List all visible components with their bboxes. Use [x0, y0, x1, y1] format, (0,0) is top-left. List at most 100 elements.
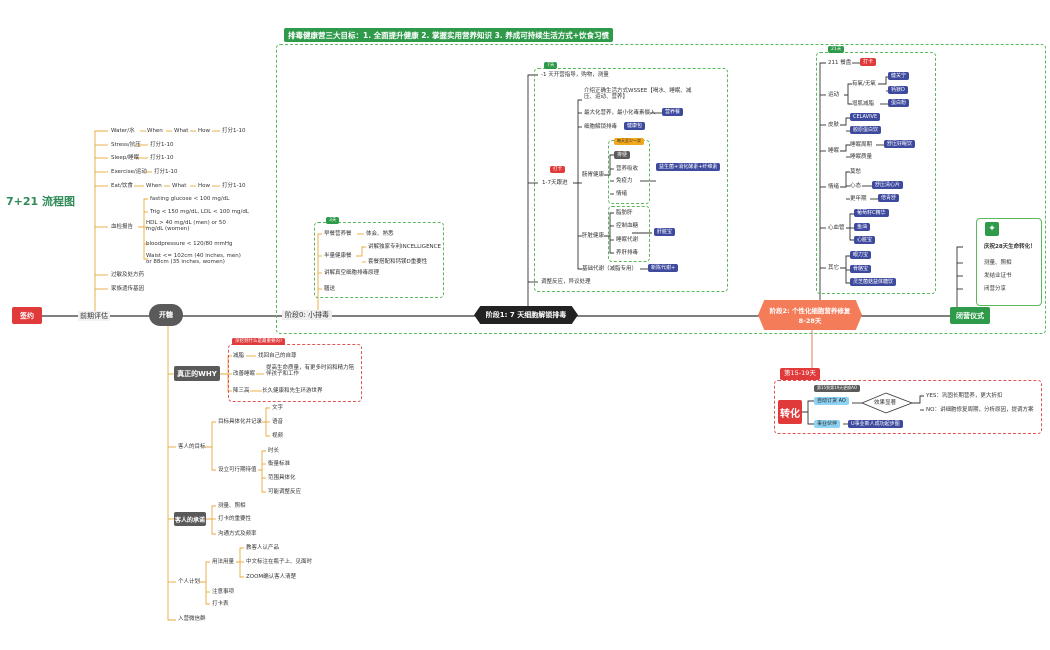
stage1-frame: [534, 68, 728, 292]
close-node[interactable]: 闭营仪式: [950, 307, 990, 324]
blood-trig: Trig < 150 mg/dL, LDL < 100 mg/dL: [150, 209, 249, 215]
stage1-liver-glucose: 控制血糖: [616, 223, 639, 229]
pre-eat-score: 打分1-10: [222, 183, 246, 189]
stage1-follow-up: 1-7天跟进: [542, 180, 568, 186]
stage1-gut-mood: 情绪: [616, 191, 628, 197]
close-frame: [976, 218, 1042, 306]
stage2-sleep: 睡眠: [828, 148, 840, 154]
stage2-bone-tag: 骨骼宝: [850, 265, 872, 273]
plan-node: 个人计划: [178, 579, 201, 585]
stage0-badge: 3天: [326, 217, 340, 225]
stage2-aerobic: 有氧/无氧: [852, 81, 876, 87]
stage2-grape-tag: 葡萄籽C精华: [854, 209, 889, 217]
stage1-gut-stool: 排便: [614, 151, 631, 159]
why-fat-detail: 找回自己的自尊: [258, 353, 297, 359]
convert-note: 第15到第19天更换AO: [814, 385, 860, 392]
stage2-sleep-quality: 睡眠质量: [850, 154, 873, 160]
promise-node[interactable]: 客人的承诺: [174, 512, 206, 526]
goals-node: 客人的目标: [178, 444, 206, 450]
convert-days-badge: 第15-19天: [780, 368, 820, 380]
convert-partner: 事业伙伴: [814, 420, 841, 428]
convert-no: NO：讲细胞修复周期，分析原因，提调方案: [926, 407, 1034, 413]
promise-measure: 测量、照相: [218, 503, 246, 509]
goals-measure: 衡量标准: [268, 461, 291, 467]
stage2-other: 其它: [828, 265, 840, 271]
why-note: 深挖到什么是最重要的?: [232, 338, 286, 346]
stage1-liver-detox: 养肝排毒: [616, 250, 639, 256]
stage0-breakfast-note: 体会、熟悉: [366, 231, 394, 237]
plan-usage: 用法用量: [212, 559, 235, 565]
stage1-gut-immune: 免疫力: [616, 178, 633, 184]
stage2-muscle: 增肌减脂: [852, 101, 875, 107]
why-sleep-detail: 提高生命质量，有更多时间和精力陪伴孩子和工作: [266, 365, 355, 378]
stage2-mood-menopause: 更年期: [850, 196, 867, 202]
stage2-mood-tag: 舒压清心片: [872, 181, 904, 189]
pre-eat-when: When: [146, 183, 162, 189]
open-node[interactable]: 开糖: [149, 304, 183, 326]
why-node[interactable]: 真正的WHY: [174, 366, 220, 381]
pre-gene: 家族遗传基因: [111, 286, 145, 292]
sign-node[interactable]: 签约: [12, 307, 42, 324]
stage1-metabolism-tag: 新陈代谢+: [648, 264, 679, 272]
stage2-calcium-tag: 钙镁D: [888, 86, 908, 94]
pre-eat-what: What: [172, 183, 187, 189]
stage2-heart-tag: 心脏宝: [854, 236, 876, 244]
stage2-ganoderma-tag: 灵芝菌菇益体糖饮: [850, 278, 897, 286]
stage2-meal: 211 餐盘: [828, 60, 852, 66]
stage2-sleep-cycle: 睡眠周期: [850, 142, 873, 148]
stage1-gut-tip: 每天至少一次: [614, 138, 644, 145]
stage0-patent: 讲解独家专利INCELLIGENCE: [368, 244, 441, 250]
stage1-gut-absorb: 营养吸收: [616, 166, 639, 172]
why-three-highs-detail: 长久健康和先生环游世界: [262, 388, 323, 394]
blood-pressure: bloodpressure < 120/80 mmHg: [146, 241, 233, 247]
convert-yes: YES：巩固长期营养，更大折扣: [926, 393, 1003, 399]
pre-water: Water/水: [111, 128, 135, 134]
convert-auto-order: 自动订货 AO: [814, 397, 849, 405]
stage2-mood-mindset: 心态: [850, 183, 862, 189]
pre-water-score: 打分1-10: [222, 128, 246, 134]
stage2-mood-worry: 莫愁: [850, 169, 862, 175]
stage1-gut: 肠胃健康: [582, 172, 605, 178]
stage2-joint-tag: 健关宁: [888, 72, 910, 80]
plan-usage-products: 教客人认产品: [246, 545, 280, 551]
convert-node[interactable]: 转化: [778, 400, 802, 424]
stage2-menopause-tag: 倍青舒: [878, 194, 900, 202]
stage2-heart: 心血管: [828, 225, 845, 231]
stage1-liver-sleep: 睡眠代谢: [616, 237, 639, 243]
stage1-cell-detox: 细胞解锁排毒: [584, 124, 618, 130]
blood-glucose: fasting glucose < 100 mg/dL: [150, 196, 230, 202]
plan-wechat-group: 入营微信群: [178, 616, 206, 622]
pre-assessment-node[interactable]: 前期评估: [78, 311, 110, 322]
stage1-liver-tag: 肝脏宝: [654, 228, 676, 236]
goals-banner: 排毒健康营三大目标：1. 全面提升健康 2. 掌握实用营养知识 3. 养成可持续…: [284, 28, 614, 42]
stage2-sleep-tag: 舒压好眠饮: [884, 140, 916, 148]
goals-adjust: 可能调整反应: [268, 489, 302, 495]
pre-exercise-score: 打分1-10: [154, 169, 178, 175]
stage1-nutrition-tag: 营养餐: [662, 108, 684, 116]
pre-exercise: Exercise/运动: [111, 169, 147, 175]
stage2-node[interactable]: 阶段2: 个性化细胞营养修复 8-28天: [758, 300, 862, 330]
party-icon: ✦: [985, 222, 999, 236]
stage2-celavive-tag: CELAVIVE: [850, 113, 881, 121]
why-three-highs: 降三高: [233, 388, 250, 394]
stage2-days: 8-28天: [798, 317, 822, 325]
why-sleep: 改善睡眠: [233, 371, 256, 377]
promise-checkin: 打卡的重要性: [218, 516, 252, 522]
stage1-label: 阶段1: 7 天细胞解锁排毒: [485, 311, 567, 319]
stage1-liver-frame: [608, 206, 650, 262]
stage0-node[interactable]: 阶段0: 小排毒: [282, 310, 333, 321]
stage0-calcium: 套餐搭配和钙镁D重要性: [368, 259, 428, 265]
stage1-liver-fat: 脂肪肝: [616, 210, 633, 216]
goals-voice: 语音: [272, 419, 284, 425]
goals-scope: 范围具体化: [268, 475, 296, 481]
stage1-opening: -1 天开营指导，购物，测量: [541, 72, 609, 78]
pre-water-when: When: [147, 128, 163, 134]
pre-sleep-score: 打分1-10: [150, 155, 174, 161]
convert-partner-tag: U事业新人成功起步图: [848, 420, 903, 428]
promise-communication: 沟通方式及频率: [218, 531, 257, 537]
stage1-wssee: 介绍正确生活方式WSSEE【喝水、睡眠、减压、运动、营养】: [584, 88, 692, 101]
pre-stress: Stress/抗压: [111, 142, 141, 148]
stage0-breakfast: 早餐营养餐: [324, 231, 352, 237]
stage1-node[interactable]: 阶段1: 7 天细胞解锁排毒: [474, 306, 578, 324]
